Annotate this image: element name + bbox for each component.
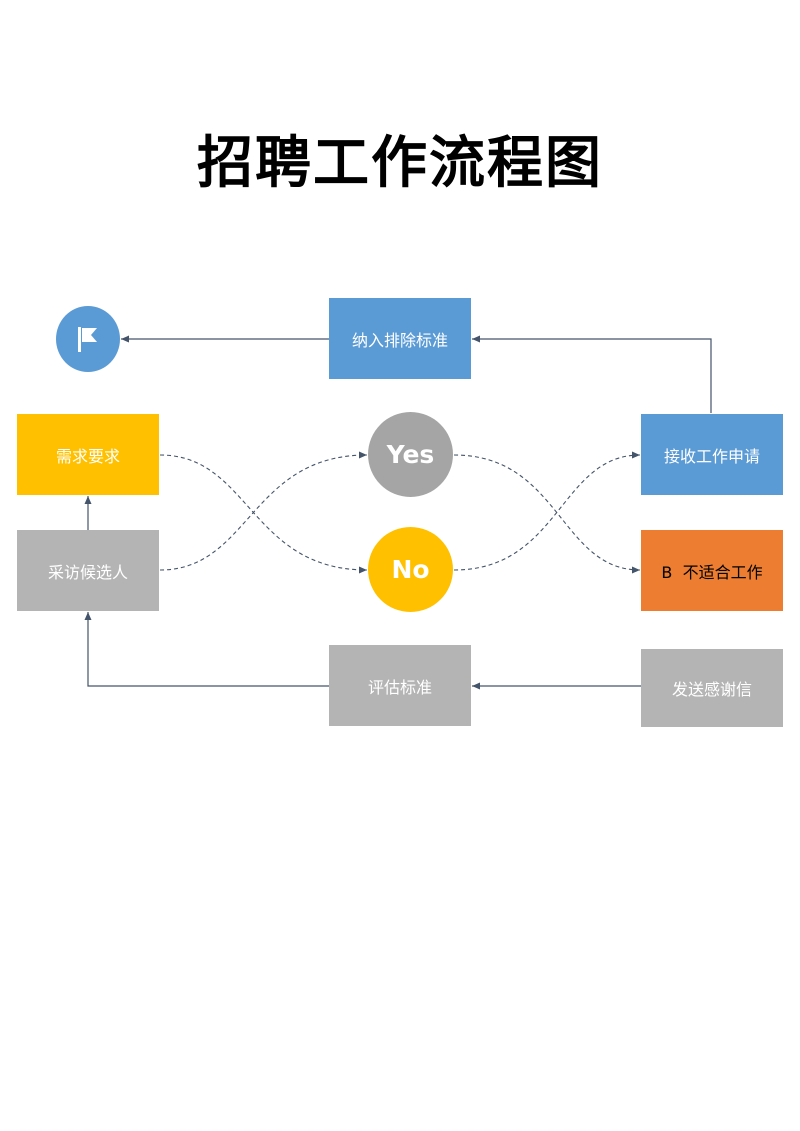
send-thanks-label: 发送感谢信 — [671, 680, 752, 699]
dashed-interview-to-yes — [159, 451, 368, 571]
demand-box: 需求要求 — [17, 414, 159, 495]
receive-application-label: 接收工作申请 — [663, 446, 760, 466]
include-criteria-label: 纳入排除标准 — [351, 330, 448, 350]
not-suitable-box: B 不适合工作 — [641, 530, 783, 611]
not-suitable-label: B 不适合工作 — [661, 562, 763, 582]
evaluate-criteria-box: 评估标准 — [329, 645, 471, 726]
start-node — [56, 306, 120, 372]
yes-node: Yes — [368, 412, 453, 497]
dashed-demand-to-no — [159, 454, 368, 574]
evaluate-criteria-label: 评估标准 — [367, 677, 432, 697]
no-node: No — [368, 527, 453, 612]
connector-receive-to-include — [472, 335, 712, 413]
demand-label: 需求要求 — [55, 446, 120, 466]
send-thanks-box: 发送感谢信 — [641, 649, 783, 727]
dashed-yes-to-notsuitable — [453, 454, 641, 574]
interview-box: 采访候选人 — [17, 530, 159, 611]
include-criteria-box: 纳入排除标准 — [329, 298, 471, 379]
interview-label: 采访候选人 — [47, 562, 128, 582]
dashed-no-to-receive — [453, 451, 641, 571]
yes-label: Yes — [386, 440, 435, 469]
no-label: No — [391, 555, 430, 584]
receive-application-box: 接收工作申请 — [641, 414, 783, 495]
connector-evaluate-to-interview — [84, 612, 329, 687]
page-title: 招聘工作流程图 — [197, 131, 603, 196]
flag-icon — [78, 327, 97, 352]
